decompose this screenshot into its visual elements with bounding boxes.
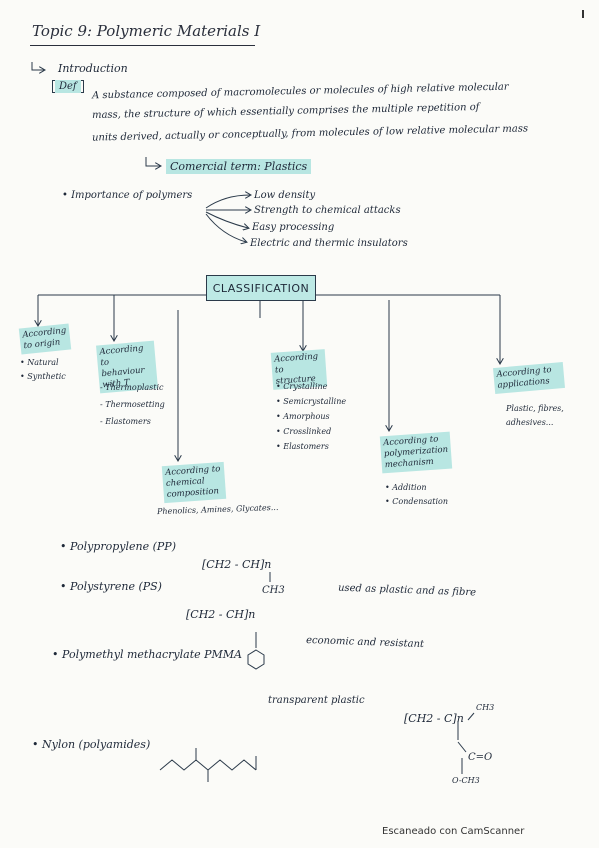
branch-behaviour-item-text: Thermosetting: [105, 400, 165, 409]
commercial-term-text: Comercial term: Plastics: [166, 159, 312, 174]
polymer-pp-name: • Polypropylene (PP): [60, 540, 176, 553]
branch-structure-item: • Amorphous: [276, 412, 330, 421]
scan-mark: [582, 10, 584, 18]
branch-structure-item-text: Elastomers: [283, 442, 329, 451]
branch-behaviour-item-text: Elastomers: [105, 417, 151, 426]
polymer-ps-formula: [CH2 - CH]n: [186, 608, 256, 621]
branch-composition-heading: According to chemical composition: [161, 461, 227, 504]
branch-origin-item-text: Natural: [27, 358, 59, 367]
polymer-ps-name-text: Polystyrene (PS): [70, 580, 162, 593]
branch-behaviour-item-text: Thermoplastic: [105, 383, 164, 392]
branch-structure-item: • Crystalline: [276, 382, 328, 391]
branch-origin-item: • Natural: [20, 358, 59, 367]
polymer-pmma-sub-top: CH3: [476, 703, 495, 712]
branch-applications-item: adhesives...: [506, 418, 554, 427]
importance-item: Strength to chemical attacks: [254, 205, 401, 216]
polymer-pmma-name: • Polymethyl methacrylate PMMA: [52, 648, 242, 661]
def-tag: Def: [52, 80, 84, 93]
title-underline: [30, 45, 255, 46]
intro-heading: Introduction: [58, 62, 128, 75]
branch-mechanism-item-text: Addition: [392, 483, 427, 492]
branch-origin-item: • Synthetic: [20, 372, 66, 381]
branch-structure-item: • Semicrystalline: [276, 397, 347, 406]
classification-title: CLASSIFICATION: [212, 281, 310, 295]
scanner-watermark: Escaneado con CamScanner: [382, 826, 525, 837]
classification-box: CLASSIFICATION: [206, 275, 316, 301]
polymer-pmma-sub-bottom2: O-CH3: [452, 776, 480, 785]
branch-mechanism-item: • Condensation: [385, 497, 448, 506]
importance-label: • Importance of polymers: [62, 190, 193, 201]
importance-item: Low density: [254, 190, 316, 201]
branch-origin-item-text: Synthetic: [27, 372, 66, 381]
branch-structure-item-text: Amorphous: [283, 412, 330, 421]
branch-applications-item: Plastic, fibres,: [506, 404, 564, 413]
branch-structure-item-text: Crystalline: [283, 382, 328, 391]
polymer-pmma-formula: [CH2 - C]n: [404, 712, 464, 725]
importance-item: Easy processing: [252, 222, 335, 233]
polymer-pmma-sub-bottom: C=O: [468, 752, 493, 763]
branch-structure-item-text: Crosslinked: [283, 427, 332, 436]
polymer-nylon-name: • Nylon (polyamides): [32, 738, 151, 751]
polymer-nylon-name-text: Nylon (polyamides): [42, 738, 151, 751]
importance-label-text: Importance of polymers: [71, 190, 193, 201]
polymer-pp-substituent: CH3: [262, 585, 285, 596]
importance-item: Electric and thermic insulators: [250, 238, 408, 249]
polymer-pp-name-text: Polypropylene (PP): [70, 540, 176, 553]
branch-structure-item: • Elastomers: [276, 442, 329, 451]
branch-mechanism-item: • Addition: [385, 483, 427, 492]
branch-structure-item: • Crosslinked: [276, 427, 332, 436]
branch-structure-item-text: Semicrystalline: [283, 397, 347, 406]
branch-origin-heading: According to origin: [18, 323, 72, 355]
branch-mechanism-heading: According to polymerization mechanism: [379, 431, 453, 474]
polymer-pp-formula: [CH2 - CH]n: [202, 558, 272, 571]
commercial-term: Comercial term: Plastics: [166, 159, 312, 174]
def-tag-label: Def: [55, 80, 81, 93]
branch-behaviour-item: - Thermoplastic: [100, 383, 164, 392]
polymer-pmma-name-text: Polymethyl methacrylate PMMA: [62, 648, 242, 661]
branch-behaviour-item: - Thermosetting: [100, 400, 165, 409]
branch-mechanism-item-text: Condensation: [392, 497, 448, 506]
branch-behaviour-item: - Elastomers: [100, 417, 151, 426]
polymer-pmma-use: transparent plastic: [268, 695, 365, 706]
page-title: Topic 9: Polymeric Materials I: [32, 22, 261, 40]
polymer-ps-name: • Polystyrene (PS): [60, 580, 162, 593]
